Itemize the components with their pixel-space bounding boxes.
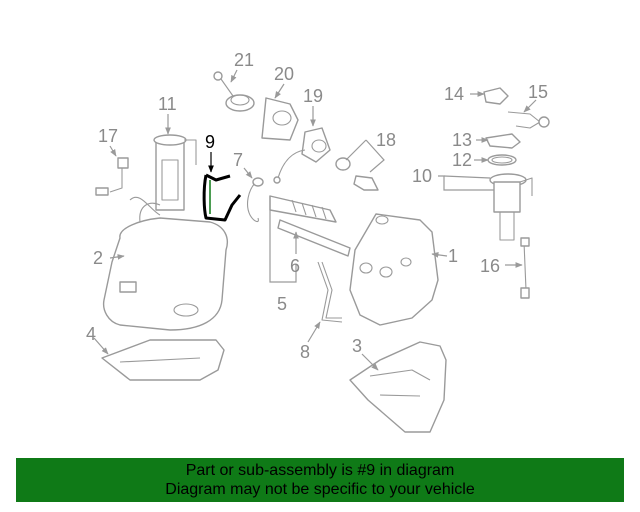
part-11-sending-unit [153, 134, 197, 211]
label-4: 4 [86, 324, 96, 344]
label-2: 2 [93, 248, 103, 268]
part-1-fuel-tank [349, 213, 439, 326]
callout-labels: 21 20 19 11 17 9 7 18 2 4 1 3 8 6 5 14 1… [86, 50, 548, 362]
label-16: 16 [480, 256, 500, 276]
part-10-pump-module [489, 173, 533, 241]
label-17: 17 [98, 126, 118, 146]
part-5-filler-pipe [269, 195, 337, 223]
label-19: 19 [303, 86, 323, 106]
part-2-fuel-tank [102, 196, 228, 331]
label-5: 5 [277, 294, 287, 314]
part-3-lower-shield [349, 341, 447, 433]
label-10: 10 [412, 166, 432, 186]
part-19-filler-neck [273, 127, 331, 184]
part-21-filler-cap [213, 71, 255, 112]
part-6-vent-line [277, 219, 351, 257]
part-18-grommets [335, 157, 379, 191]
part-12-seal [487, 154, 517, 166]
part-17-sensor [95, 157, 129, 196]
label-7: 7 [233, 150, 243, 170]
part-9-fuel-line-highlighted [202, 173, 242, 222]
label-6: 6 [290, 256, 300, 276]
banner-line-part-info: Part or sub-assembly is #9 in diagram [185, 462, 455, 479]
part-14-15-hoses [483, 87, 550, 129]
label-18: 18 [376, 130, 396, 150]
label-20: 20 [274, 64, 294, 84]
banner-line-disclaimer: Diagram may not be specific to your vehi… [165, 481, 475, 498]
part-8-line [317, 261, 343, 323]
label-11: 11 [158, 94, 177, 114]
part-13-plate [485, 133, 521, 149]
label-9-highlighted: 9 [205, 132, 215, 152]
info-banner: Part or sub-assembly is #9 in diagram Di… [16, 458, 624, 502]
label-13: 13 [452, 130, 472, 150]
label-1: 1 [448, 246, 458, 266]
part-16-sensor-rod [520, 237, 530, 299]
part-7-hose [247, 177, 264, 223]
label-15: 15 [528, 82, 548, 102]
leader-lines [93, 69, 537, 371]
label-3: 3 [352, 336, 362, 356]
part-20-bracket [261, 97, 299, 141]
label-12: 12 [452, 150, 472, 170]
part-4-heat-shield [101, 339, 225, 381]
label-8: 8 [300, 342, 310, 362]
label-14: 14 [444, 84, 464, 104]
label-21: 21 [234, 50, 254, 70]
